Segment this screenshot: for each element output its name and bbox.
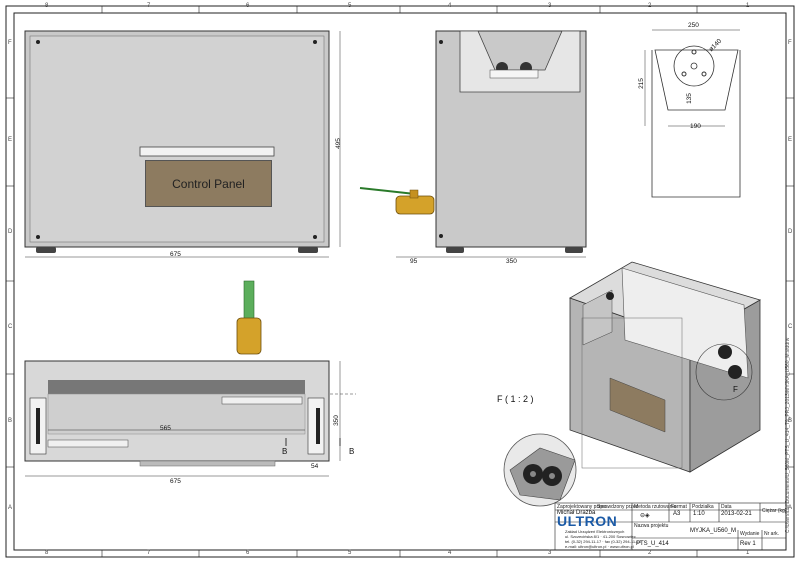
dim-side-depth: 350 — [506, 258, 517, 265]
section-view — [644, 29, 741, 198]
designed-by-value: Michał Drażba — [557, 510, 596, 516]
zone-label-col: 7 — [147, 550, 151, 556]
zone-label-col: 6 — [246, 3, 250, 9]
zone-label-row: B — [788, 418, 793, 424]
isometric-view — [569, 261, 762, 473]
dim-top-width: 675 — [170, 478, 181, 485]
format-value: A3 — [673, 511, 681, 517]
front-view — [24, 30, 341, 258]
dim-section-height: 215 — [637, 78, 645, 89]
product-name-value: MYJKA_U560_M — [690, 528, 737, 534]
zone-label-col: 1 — [746, 3, 750, 9]
zone-ticks — [6, 6, 794, 557]
zone-label-col: 5 — [348, 3, 352, 9]
zone-label-row: B — [8, 418, 13, 424]
file-path: C:\Users\Del\Documents\U_560M_PTS_U_414_… — [785, 337, 791, 533]
edition-label: Wydanie — [740, 531, 760, 537]
weight-label: Ciężar (kg) — [762, 508, 787, 514]
dim-valve-length: 95 — [410, 258, 418, 265]
dim-top-depth: 350 — [332, 415, 340, 426]
edition-value: Rev 1 — [740, 541, 756, 547]
zone-label-row: A — [788, 505, 793, 511]
zone-label-row: F — [788, 40, 792, 46]
zone-label-col: 4 — [448, 550, 452, 556]
zone-label-col: 6 — [246, 550, 250, 556]
scale-value: 1:10 — [693, 511, 705, 517]
zone-label-row: E — [788, 137, 793, 143]
control-panel-label: Control Panel — [145, 160, 272, 207]
zone-label-col: 1 — [746, 550, 750, 556]
zone-label-col: 5 — [348, 550, 352, 556]
zone-label-row: C — [788, 324, 793, 330]
checked-label: Sprawdzony przez — [597, 504, 639, 510]
section-marker-right: B — [349, 447, 355, 456]
sheet-label: Nr ark. — [764, 531, 779, 537]
zone-label-row: E — [8, 137, 13, 143]
zone-label-row: D — [788, 229, 793, 235]
date-label: Data — [721, 504, 732, 510]
title-block-frame — [554, 502, 787, 551]
company-logo: ULTRON — [557, 513, 618, 529]
zone-label-col: 7 — [147, 3, 151, 9]
section-marker-left: B — [282, 447, 288, 456]
dim-top-small: 54 — [311, 463, 319, 470]
scale-label: Podziałka — [692, 504, 714, 510]
zone-label-col: 2 — [648, 3, 652, 9]
top-view — [24, 280, 356, 477]
zone-label-col: 8 — [45, 550, 49, 556]
projection-method-icon: ⊖◈ — [640, 513, 650, 519]
company-phone: tel. (0-32) 294-11-17 · fax (0-32) 294-1… — [565, 539, 641, 544]
zone-label-row: D — [8, 229, 13, 235]
method-label: Metoda rzutowania — [634, 504, 677, 510]
detail-title: F ( 1 : 2 ) — [497, 394, 534, 404]
zone-label-row: F — [8, 40, 12, 46]
company-email: e-mail: ultron@ultron.pl · www.ultron.pl — [565, 544, 634, 549]
detail-marker: F — [733, 385, 738, 394]
zone-label-col: 3 — [548, 550, 552, 556]
dim-section-width: 250 — [688, 22, 699, 29]
dim-section-bottom: 190 — [690, 123, 701, 130]
zone-label-col: 2 — [648, 550, 652, 556]
format-label: Format — [671, 504, 687, 510]
product-name-label: Nazwa projektu — [634, 523, 669, 529]
detail-view — [503, 433, 577, 507]
designed-by-label: Zaprojektowany przez — [557, 504, 606, 510]
date-value: 2013-02-21 — [721, 511, 752, 517]
company-subtitle: Zakład Urządzeń Elektronicznych — [565, 529, 625, 534]
zone-label-row: A — [8, 505, 13, 511]
company-address: ul. Szczecińska 8/1 · 41-200 Sosnowiec — [565, 534, 636, 539]
drawing-number: PTS_U_414 — [636, 541, 669, 547]
zone-label-col: 3 — [548, 3, 552, 9]
dim-front-height: 495 — [334, 138, 342, 149]
zone-label-col: 8 — [45, 3, 49, 9]
dim-front-width: 675 — [170, 251, 181, 258]
dim-section-inner: 135 — [685, 93, 693, 104]
side-view — [359, 30, 587, 258]
dim-top-inner: 565 — [160, 425, 171, 432]
zone-label-row: C — [8, 324, 13, 330]
zone-label-col: 4 — [448, 3, 452, 9]
